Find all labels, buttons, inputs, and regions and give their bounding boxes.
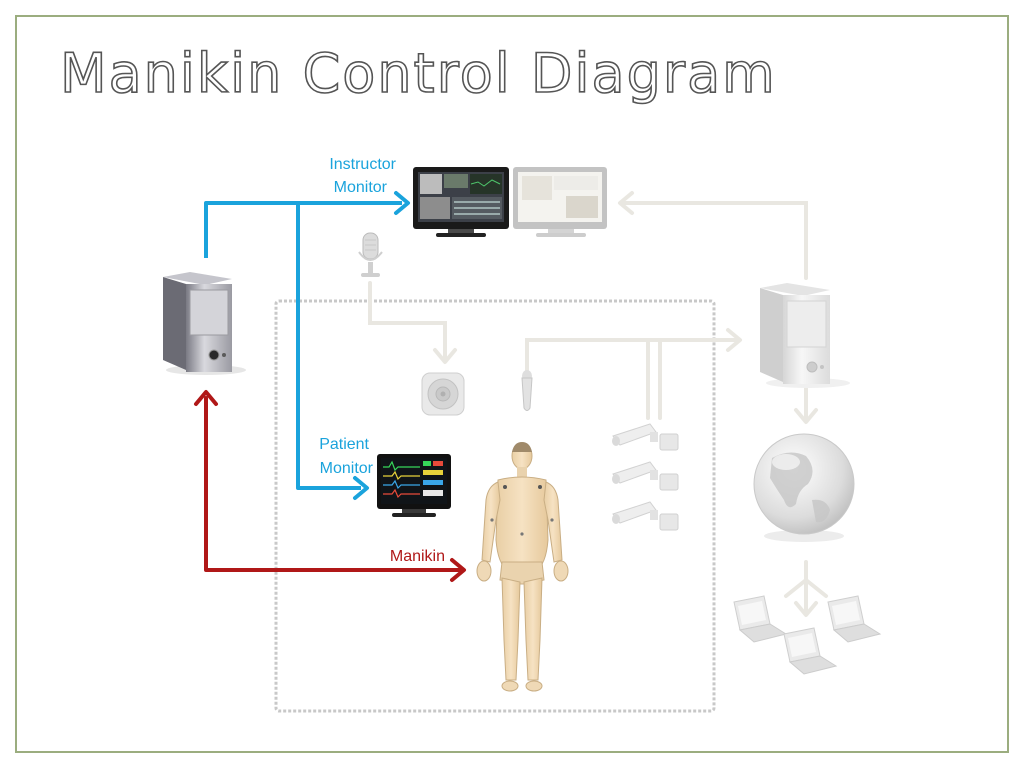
svg-text:Patient: Patient <box>319 436 369 453</box>
instructor-monitor-label: Instructor Monitor <box>329 156 396 196</box>
manikin-figure-icon <box>474 436 578 694</box>
manikin-label: Manikin <box>390 548 445 565</box>
computer-tower-icon <box>163 272 246 375</box>
camera-icon <box>612 461 679 491</box>
faded-connectors <box>368 201 828 612</box>
speaker-icon <box>421 372 465 416</box>
globe-icon <box>753 433 855 542</box>
instructor-monitor-icon <box>413 167 509 237</box>
slide-frame <box>15 15 1009 753</box>
svg-text:Monitor: Monitor <box>320 460 374 477</box>
simulation-room-boundary <box>274 299 716 713</box>
faded-arrowheads <box>433 191 818 617</box>
manikin-link <box>194 390 466 582</box>
patient-monitor-icon <box>377 454 451 517</box>
slide-title: Manikin Control Diagram <box>59 41 777 106</box>
laptop-icon <box>783 627 838 675</box>
camera-icon <box>612 423 679 451</box>
laptop-icon <box>827 595 882 643</box>
patient-monitor-label: Patient Monitor <box>319 436 373 477</box>
laptop-icon <box>733 595 788 643</box>
svg-text:Monitor: Monitor <box>334 179 388 196</box>
camera-icon <box>612 501 679 531</box>
manikin-microphone-icon <box>521 370 533 411</box>
microphone-icon <box>358 232 383 277</box>
server-tower-icon <box>760 283 850 388</box>
secondary-monitor-icon <box>513 167 607 237</box>
svg-text:Instructor: Instructor <box>329 156 396 173</box>
instructor-link <box>204 191 410 500</box>
